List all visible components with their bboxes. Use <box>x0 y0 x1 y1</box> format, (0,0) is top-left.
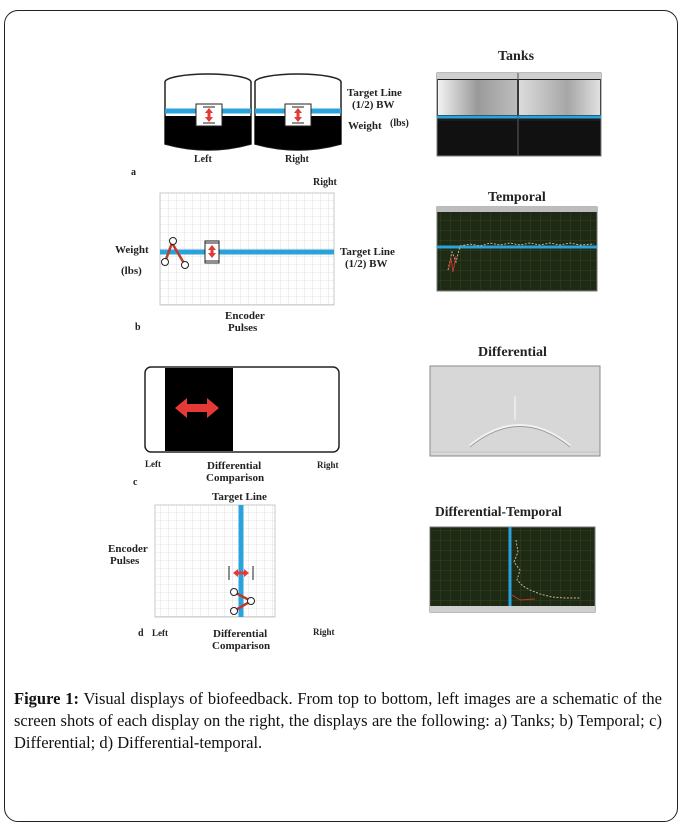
difftemp-target-line-label: Target Line <box>212 491 267 503</box>
diff-temporal-title: Differential-Temporal <box>435 504 562 519</box>
panel-letter-a: a <box>131 167 136 178</box>
diff-comparison-label-2: Comparison <box>206 472 265 484</box>
temporal-target-line-label: Target Line <box>340 246 395 258</box>
diff-temporal-screen <box>429 526 596 613</box>
tanks-title: Tanks <box>498 49 535 64</box>
tank-left <box>164 73 252 151</box>
tanks-screen <box>436 72 602 157</box>
panel-letter-c: c <box>133 477 138 488</box>
difftemp-comparison-label: Differential <box>213 628 268 640</box>
difftemp-encoder-label: Encoder <box>108 543 148 555</box>
differential-schematic <box>144 366 340 453</box>
temporal-title: Temporal <box>488 190 546 205</box>
temporal-encoder-label: Encoder <box>225 310 265 322</box>
diff-right-label: Right <box>317 460 339 470</box>
temporal-screen <box>436 206 598 292</box>
tank-weight-unit: (lbs) <box>390 118 409 129</box>
difftemp-left-label: Left <box>152 628 168 638</box>
difftemp-encoder-label-2: Pulses <box>110 555 140 567</box>
tank-target-line-sub: (1/2) BW <box>352 99 395 111</box>
panel-letter-d: d <box>138 628 144 639</box>
tank-target-line-label: Target Line <box>347 87 402 99</box>
tank-left-label: Left <box>194 154 212 165</box>
diff-left-label: Left <box>145 459 161 469</box>
temporal-weight-unit: (lbs) <box>121 265 142 277</box>
difftemp-right-label: Right <box>313 627 335 637</box>
diff-comparison-label: Differential <box>207 460 262 472</box>
caption-text: Visual displays of biofeedback. From top… <box>14 689 663 752</box>
difftemp-comparison-label-2: Comparison <box>212 640 271 652</box>
tank-right <box>254 73 342 151</box>
temporal-weight-label: Weight <box>115 244 149 256</box>
caption-lead: Figure 1: <box>14 689 79 708</box>
temporal-encoder-label-2: Pulses <box>228 322 258 334</box>
tank-right-label: Right <box>285 154 309 165</box>
diff-temporal-schematic <box>154 504 276 618</box>
temporal-target-line-sub: (1/2) BW <box>345 258 388 270</box>
figure-frame <box>4 10 678 822</box>
figure-caption: Figure 1: Visual displays of biofeedback… <box>14 688 662 754</box>
differential-title: Differential <box>478 345 547 360</box>
panel-letter-b: b <box>135 322 141 333</box>
differential-screen <box>429 365 601 457</box>
temporal-right-label: Right <box>313 177 337 188</box>
tank-weight-label: Weight <box>348 120 382 132</box>
temporal-schematic <box>159 192 335 306</box>
